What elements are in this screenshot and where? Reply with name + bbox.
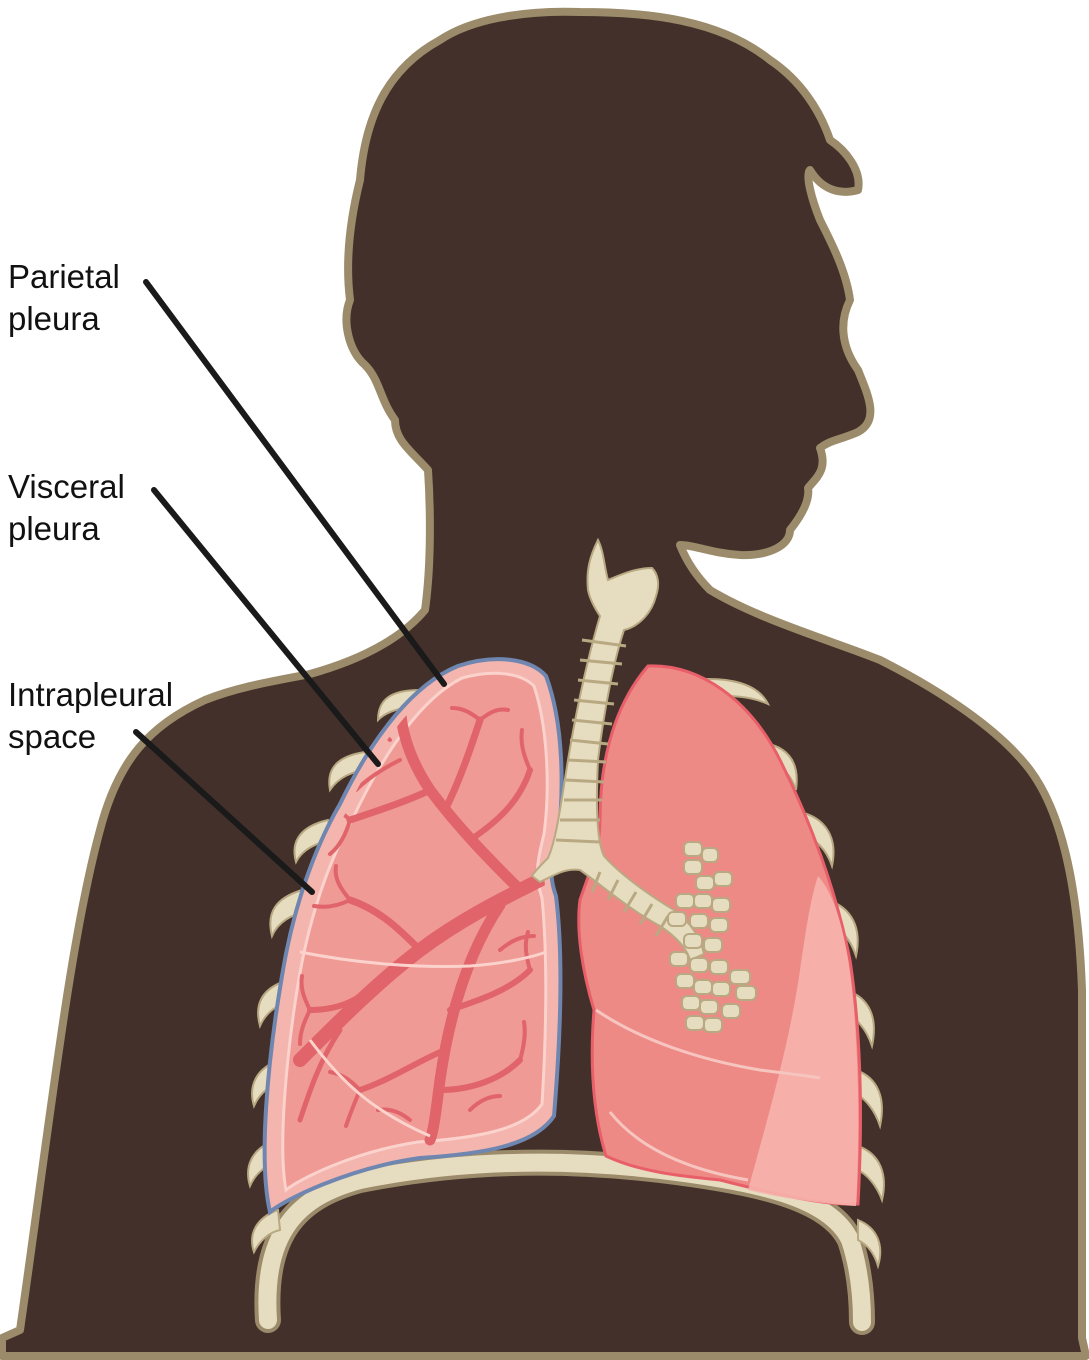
leader-line-parietal-pleura (143, 279, 447, 687)
left-lung-cutaway (262, 657, 564, 1216)
rib-arch (254, 1149, 875, 1335)
leader-line-visceral-pleura (151, 487, 381, 767)
label-parietal-pleura: Parietal pleura (8, 258, 120, 337)
visceral-pleura-surface (281, 671, 549, 1193)
trachea-bronchi (530, 537, 757, 1033)
leader-line-intrapleural-space (133, 729, 315, 895)
label-visceral-pleura: Visceral pleura (8, 468, 125, 547)
leader-lines (133, 279, 447, 895)
label-intrapleural-space: Intrapleural space (8, 676, 174, 755)
ribs-right (688, 678, 885, 1270)
